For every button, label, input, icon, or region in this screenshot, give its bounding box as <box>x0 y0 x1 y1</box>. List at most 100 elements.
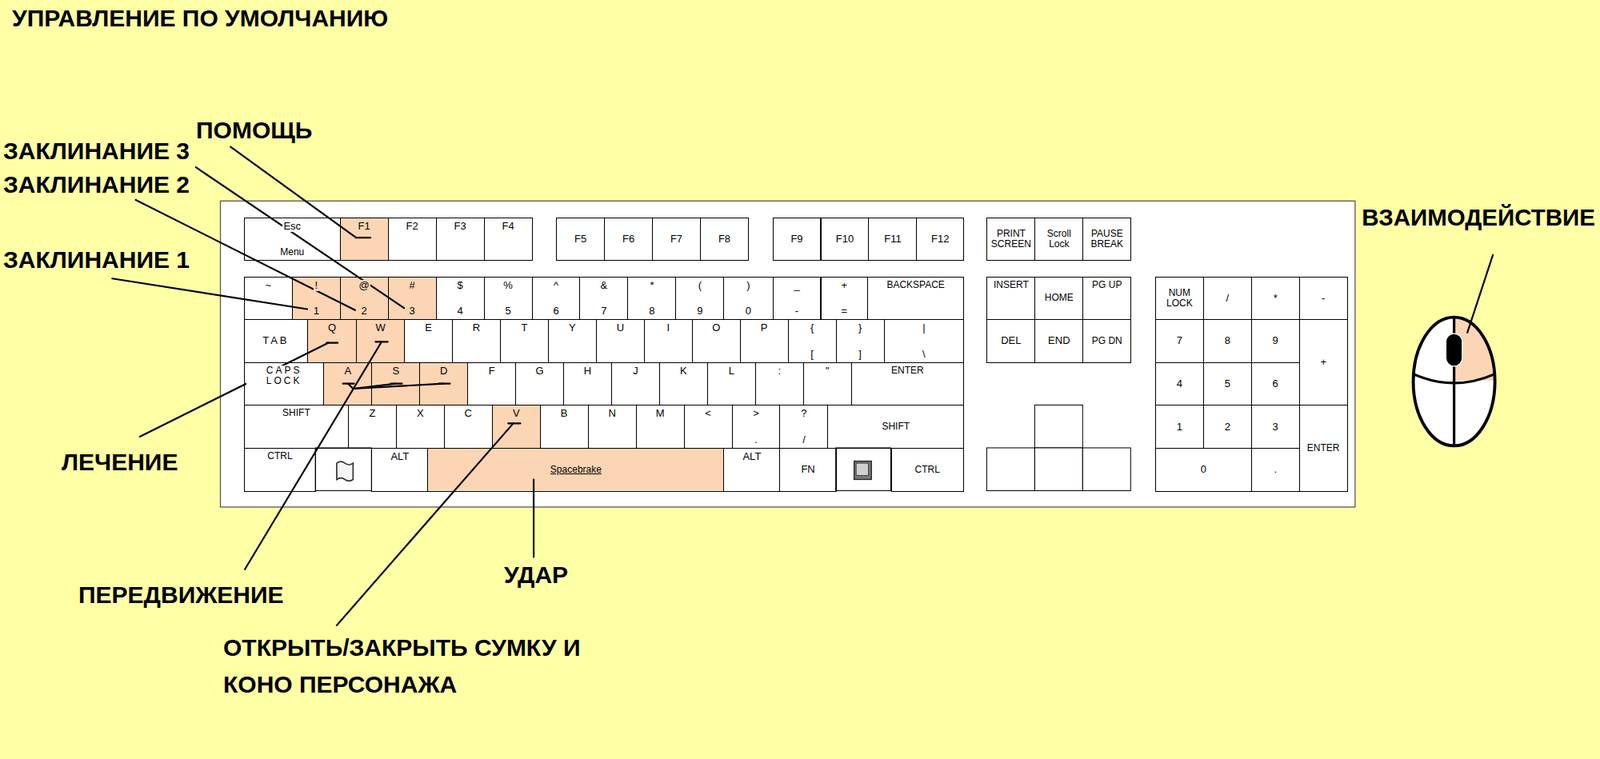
key-label: J <box>632 365 640 377</box>
key-highlight <box>307 319 356 363</box>
key-label: Menu <box>279 247 305 258</box>
key-cap: EscMenu <box>244 217 341 262</box>
key-cap: !1 <box>292 276 341 321</box>
key-label: O <box>711 322 721 334</box>
key-cap: PAUSE BREAK <box>1082 217 1132 262</box>
key-cap: E <box>404 319 453 364</box>
key-highlight <box>340 217 388 261</box>
key-label: } <box>857 322 863 334</box>
key-cap: 6 <box>1251 362 1300 407</box>
key-label: CTRL <box>914 464 941 476</box>
key-label: ) <box>745 280 751 292</box>
key-label: ( <box>697 280 703 292</box>
key-label: = <box>840 305 849 317</box>
key-cap: _- <box>772 276 822 321</box>
key-label: * <box>1272 292 1279 304</box>
key-label: > <box>752 408 760 420</box>
key-label: . <box>1272 464 1278 476</box>
key-cap: + <box>1299 319 1348 406</box>
key-cap: ~ <box>244 276 293 321</box>
callout-label: ЗАКЛИНАНИЕ 1 <box>3 246 190 275</box>
key-cap: 1 <box>1155 404 1204 449</box>
callout-label: ПЕРЕДВИЖЕНИЕ <box>78 581 284 610</box>
key-cap: |\ <box>884 319 964 364</box>
key-cap: L <box>707 362 756 407</box>
key-label: H <box>583 365 592 377</box>
leader-tick <box>508 422 520 424</box>
key-cap: F11 <box>868 217 917 262</box>
key-label: F6 <box>621 233 636 245</box>
key-label: F7 <box>669 233 684 245</box>
mouse-outline <box>1413 317 1496 447</box>
key-cap: INSERT <box>986 276 1036 321</box>
key-label: I <box>666 322 672 334</box>
key-label: Q <box>327 322 337 334</box>
key-label: 2 <box>1224 421 1232 433</box>
key-cap: 5 <box>1203 362 1252 407</box>
key-cap: CAPS LOCK <box>244 362 324 407</box>
key-label: < <box>704 408 712 420</box>
key-cap: F <box>467 362 516 407</box>
win-key <box>315 448 372 492</box>
key-label: A <box>343 365 352 377</box>
key-cap: Q <box>307 319 357 364</box>
key-label: 2 <box>360 305 368 317</box>
leader-line <box>244 341 382 569</box>
key-cap: G <box>515 362 564 407</box>
leader-lines <box>112 147 1493 626</box>
arrow-key <box>1034 404 1083 448</box>
key-label: . <box>753 434 759 446</box>
key-cap: END <box>1034 319 1084 364</box>
key-label: ENTER <box>1306 443 1341 454</box>
leader-tick <box>391 383 403 385</box>
leader-tick <box>326 341 338 344</box>
menu-icon <box>854 461 872 480</box>
key-cap: ^6 <box>532 276 581 321</box>
key-label: F2 <box>405 220 420 232</box>
mouse-wheel <box>1445 333 1462 367</box>
key-highlight <box>419 362 468 406</box>
leader-line <box>352 384 444 389</box>
key-cap: < <box>684 404 733 449</box>
key-cap: TAB <box>244 319 308 364</box>
key-label: SHIFT <box>281 408 312 419</box>
key-label: [ <box>809 348 815 360</box>
key-label: INSERT <box>992 280 1030 291</box>
key-cap: F3 <box>436 217 485 262</box>
key-cap: ?/ <box>779 404 828 449</box>
key-highlights <box>292 217 724 492</box>
key-label: 8 <box>1224 335 1232 347</box>
key-label: 5 <box>1224 378 1232 390</box>
key-label: Y <box>568 322 577 334</box>
key-cap: N <box>588 404 637 449</box>
key-label: _ <box>792 280 800 292</box>
key-cap: 2 <box>1203 404 1252 449</box>
key-label: V <box>512 408 521 420</box>
arrow-key <box>1082 448 1131 492</box>
key-label: G <box>535 365 545 377</box>
arrow-key <box>986 448 1035 492</box>
key-label: CTRL <box>266 451 293 462</box>
key-cap: F7 <box>652 217 701 262</box>
key-label: 3 <box>1272 421 1280 433</box>
key-label: : <box>777 365 783 377</box>
key-cap: . <box>1251 448 1300 492</box>
key-cap: / <box>1203 276 1252 321</box>
key-label: HOME <box>1044 292 1075 304</box>
key-cap: HOME <box>1034 276 1084 321</box>
key-label: S <box>391 365 400 377</box>
key-cap: 0 <box>1155 448 1252 492</box>
key-cap: Y <box>548 319 597 364</box>
key-label: PAUSE BREAK <box>1084 228 1129 250</box>
key-cap: #3 <box>388 276 437 321</box>
key-cap: CTRL <box>891 448 965 492</box>
key-label: 5 <box>504 305 512 317</box>
key-cap: F8 <box>700 217 749 262</box>
callout-label: ЛЕЧЕНИЕ <box>61 448 178 477</box>
key-cap: " <box>803 362 852 407</box>
key-cap: FN <box>779 448 836 492</box>
key-cap: S <box>371 362 420 407</box>
key-highlight <box>340 276 388 320</box>
callout-label: ОТКРЫТЬ/ЗАКРЫТЬ СУМКУ И КОНО ПЕРСОНАЖА <box>223 629 616 704</box>
